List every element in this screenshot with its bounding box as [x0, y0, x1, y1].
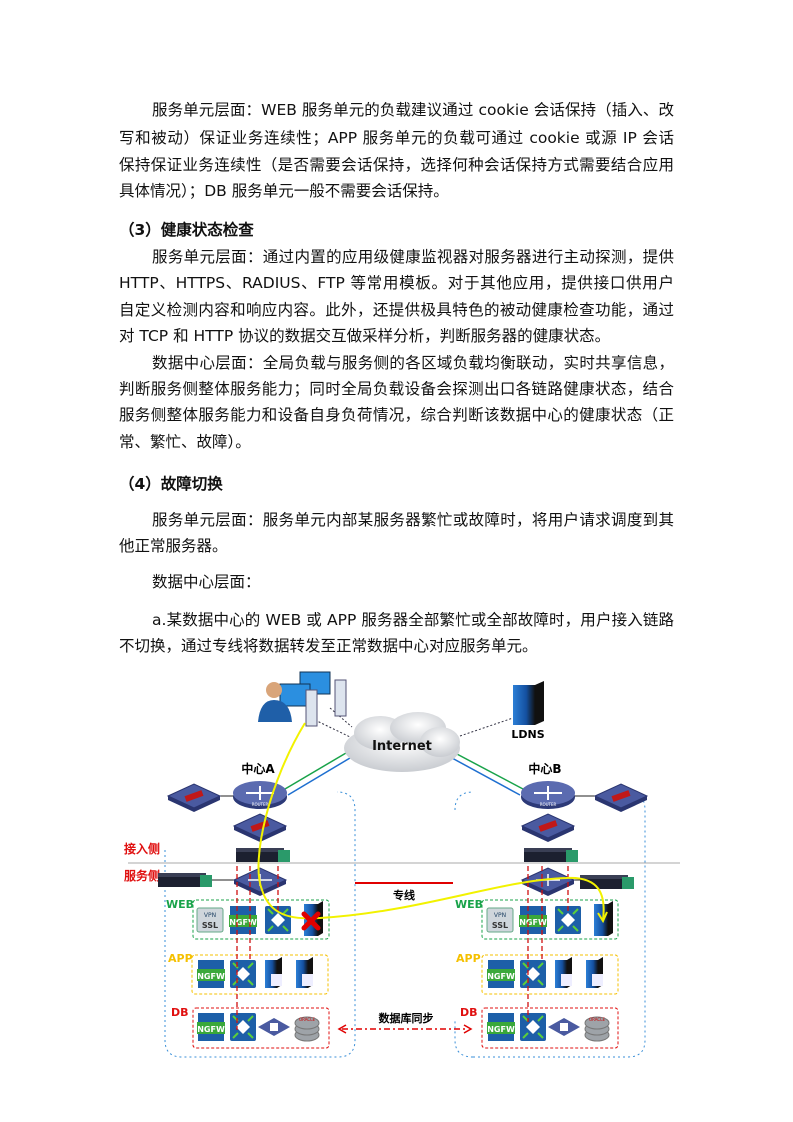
link-green-b: [454, 752, 524, 790]
section-heading-health-check: （3）健康状态检查: [119, 221, 254, 239]
paragraph-line: 服务侧整体服务能力和设备自身负荷情况，综合判断该数据中心的健康状态（正: [119, 406, 674, 424]
ssl-vpn-icon: VPN SSL: [486, 907, 514, 933]
paragraph-line: 数据中心层面：全局负载与服务侧的各区域负载均衡联动，实时共享信息，: [152, 354, 674, 372]
app-group-b: [481, 954, 619, 995]
center-a-zone: [164, 791, 356, 1058]
ngfw-icon: NGFW: [197, 1013, 225, 1041]
oracle-database-icon: ORACLE: [584, 1016, 610, 1042]
db-group-a: [192, 1007, 330, 1049]
paragraph-line: 不切换，通过专线将数据转发至正常数据中心对应服务单元。: [119, 637, 538, 655]
ldns-label: LDNS: [511, 728, 544, 741]
link-green-a: [284, 752, 347, 790]
ngfw-icon: NGFW: [519, 906, 547, 934]
vpn-label: VPN: [204, 912, 216, 919]
section-heading-failover: （4）故障切换: [119, 475, 223, 493]
paragraph-line: 写和被动）保证业务连续性；APP 服务单元的负载可通过 cookie 或源 IP…: [119, 129, 674, 147]
load-balancer-module-icon: [265, 906, 291, 934]
side-firewall-switch-icon: [593, 783, 649, 812]
service-side-label: 服务侧: [124, 868, 160, 883]
ngfw-label: NGFW: [197, 1025, 225, 1034]
web-group-a: [192, 899, 330, 940]
db-switch-icon: [258, 1018, 290, 1036]
access-side-label: 接入侧: [124, 841, 160, 856]
oracle-label: ORACLE: [589, 1017, 605, 1022]
vpn-label: VPN: [494, 912, 506, 919]
paragraph-line: 判断服务侧整体服务能力；同时全局负载设备会探测出口各链路健康状态，结合: [119, 380, 674, 398]
app-group-a: [191, 954, 329, 995]
ngfw-label: NGFW: [487, 972, 515, 981]
paragraph-line: 具体情况）；DB 服务单元一般不需要会话保持。: [119, 182, 449, 200]
ngfw-icon: NGFW: [487, 960, 515, 988]
link-blue-a: [287, 757, 351, 796]
paragraph-line: 自定义检测内容和响应内容。此外，还提供极具特色的被动健康检查功能，通过: [119, 301, 674, 319]
internet-label: Internet: [372, 739, 432, 754]
paragraph-line: 他正常服务器。: [119, 537, 228, 555]
firewall-switch-icon: [520, 813, 576, 842]
db-label-a: DB: [171, 1006, 189, 1019]
paragraph-line: 对 TCP 和 HTTP 协议的数据交互做采样分析，判断服务器的健康状态。: [119, 327, 611, 345]
web-label-b: WEB: [455, 898, 483, 911]
load-balancer-module-icon: [230, 960, 256, 988]
side-firewall-switch-icon: [166, 783, 222, 812]
ldns-server-icon: [513, 681, 544, 725]
db-label-b: DB: [460, 1006, 478, 1019]
paragraph-line: 服务单元层面：通过内置的应用级健康监视器对服务器进行主动探测，提供: [152, 248, 674, 266]
paragraph-line: 常、繁忙、故障）。: [119, 433, 251, 451]
oracle-database-icon: ORACLE: [294, 1016, 320, 1042]
firewall-switch-icon: [232, 813, 288, 842]
users-icon: [258, 671, 347, 727]
center-b-label: 中心B: [528, 761, 561, 776]
ngfw-label: NGFW: [197, 972, 225, 981]
internet-cloud-icon: [344, 712, 460, 772]
link-blue-b: [451, 757, 521, 796]
ngfw-label: NGFW: [229, 918, 257, 927]
ngfw-label: NGFW: [519, 918, 547, 927]
paragraph-line: a.某数据中心的 WEB 或 APP 服务器全部繁忙或全部故障时，用户接入链路: [152, 611, 674, 629]
ssl-vpn-icon: VPN SSL: [196, 907, 224, 933]
router-label: ROUTER: [540, 802, 557, 807]
ngfw-icon: NGFW: [229, 906, 257, 934]
oracle-label: ORACLE: [299, 1017, 315, 1022]
db-group-b: [481, 1007, 619, 1049]
global-load-balancer-icon: [524, 848, 578, 862]
paragraph-line: 服务单元层面：WEB 服务单元的负载建议通过 cookie 会话保持（插入、改: [152, 101, 674, 119]
load-balancer-module-icon: [230, 1013, 256, 1041]
user-internet-link: [314, 719, 351, 738]
ldns-internet-link: [459, 717, 514, 737]
paragraph-line: 服务单元层面：服务单元内部某服务器繁忙或故障时，将用户请求调度到其: [152, 511, 674, 529]
failure-x-icon: [301, 911, 321, 931]
ngfw-icon: NGFW: [197, 960, 225, 988]
load-balancer-module-icon: [520, 1013, 546, 1041]
traffic-flows: [236, 866, 569, 1030]
load-balancer-module-icon: [520, 960, 546, 988]
ssl-label: SSL: [202, 921, 218, 930]
local-load-balancer-icon: [158, 873, 212, 887]
user-internet-link: [329, 707, 353, 728]
app-label-a: APP: [168, 952, 193, 965]
router-icon: ROUTER: [233, 781, 287, 809]
ssl-label: SSL: [492, 921, 508, 930]
router-icon: ROUTER: [521, 781, 575, 809]
dedicated-line-label: 专线: [393, 888, 415, 902]
load-balancer-module-icon: [555, 906, 581, 934]
ngfw-label: NGFW: [487, 1025, 515, 1034]
router-label: ROUTER: [252, 802, 269, 807]
web-group-b: [481, 899, 619, 940]
center-a-label: 中心A: [241, 761, 275, 776]
paragraph-line: HTTP、HTTPS、RADIUS、FTP 等常用模板。对于其他应用，提供接口供…: [119, 274, 674, 292]
app-label-b: APP: [456, 952, 481, 965]
db-switch-icon: [548, 1018, 580, 1036]
local-load-balancer-icon: [580, 875, 634, 889]
paragraph-line: 保持保证业务连续性（是否需要会话保持，选择何种会话保持方式需要结合应用: [119, 156, 674, 174]
failover-path: [257, 722, 605, 921]
web-label-a: WEB: [166, 898, 194, 911]
global-load-balancer-icon: [236, 848, 290, 862]
db-sync-label: 数据库同步: [379, 1011, 434, 1025]
paragraph-line: 数据中心层面：: [152, 573, 261, 591]
ngfw-icon: NGFW: [487, 1013, 515, 1041]
